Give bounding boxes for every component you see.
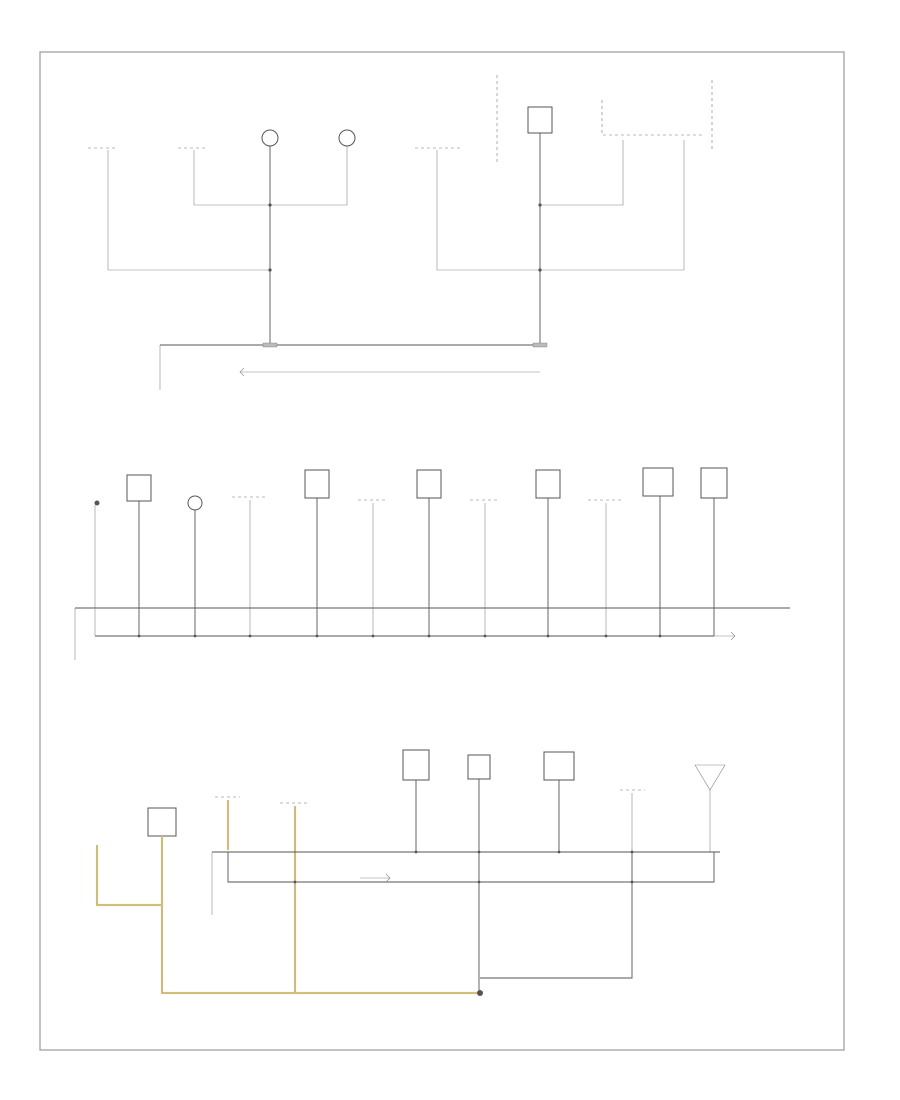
component-16-box (535, 469, 561, 636)
component-12-box (304, 469, 330, 636)
component-24-box (402, 749, 430, 852)
component-15 (470, 499, 500, 636)
component-22 (215, 796, 240, 850)
component-11-connector (232, 496, 265, 636)
component-28-triangle (694, 764, 726, 852)
component-27 (620, 789, 645, 852)
component-18-box (642, 467, 674, 636)
component-3-lamp (261, 129, 279, 345)
component-6-box (527, 106, 553, 345)
component-2 (178, 147, 270, 206)
component-21-box (147, 807, 480, 995)
component-10-lamp (187, 495, 203, 636)
component-23 (280, 802, 310, 993)
component-19-box (700, 467, 728, 636)
diagram-frame (39, 51, 845, 1051)
component-14-box (416, 469, 442, 636)
component-13 (358, 499, 388, 636)
ground-section-3 (95, 749, 726, 996)
component-20 (95, 845, 162, 907)
component-25-box (467, 754, 491, 852)
ground-section-2 (74, 467, 790, 660)
ground-point (477, 990, 483, 996)
component-7-relay (540, 100, 705, 270)
component-5 (415, 147, 460, 270)
component-8 (94, 500, 100, 608)
component-1 (88, 147, 118, 270)
component-9-box (126, 474, 152, 636)
ground-section-1 (88, 75, 713, 390)
component-17 (588, 499, 622, 636)
component-26-box (543, 751, 575, 852)
component-4-lamp (270, 129, 356, 206)
